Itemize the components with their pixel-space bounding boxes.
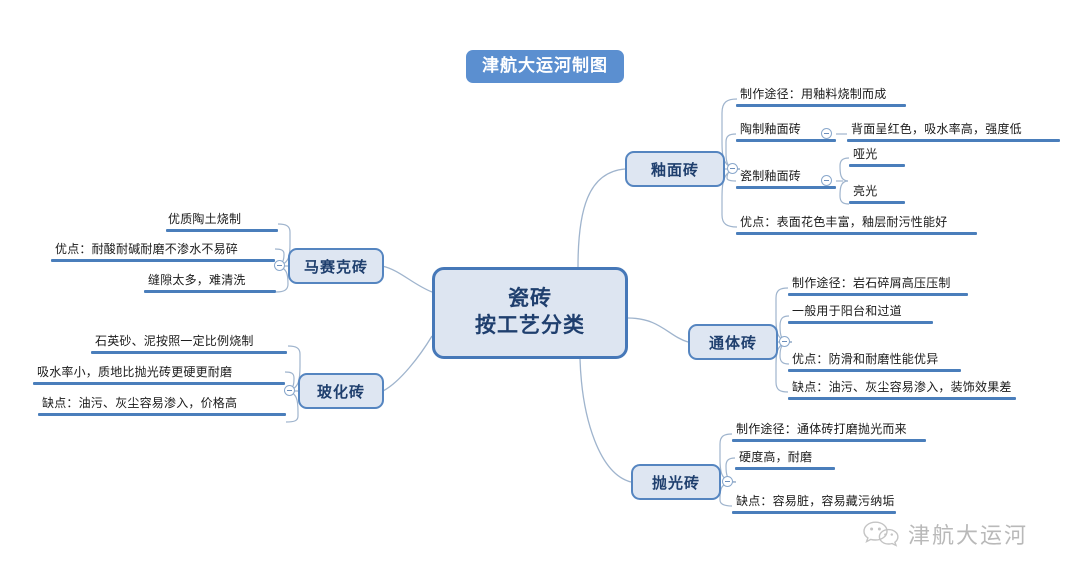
leaf-underline-glazed-gloss — [849, 201, 905, 204]
leaf-underline-vitrified-method — [91, 351, 287, 354]
edge-fullbody-i4 — [775, 341, 793, 393]
leaf-polished-hardness[interactable]: 硬度高，耐磨 — [739, 450, 813, 464]
collapse-toggle-glazed[interactable] — [727, 163, 738, 174]
leaf-vitrified-cons[interactable]: 缺点：油污、灰尘容易渗入，价格高 — [42, 396, 238, 410]
center-node-line2: 按工艺分类 — [475, 314, 585, 337]
collapse-toggle-glazed-clay[interactable] — [821, 128, 832, 139]
leaf-mosaic-cons[interactable]: 缝隙太多，难清洗 — [148, 273, 246, 287]
branch-node-fullbody[interactable]: 通体砖 — [688, 324, 778, 360]
branch-label-vitrified: 玻化砖 — [316, 383, 365, 401]
leaf-underline-fullbody-method — [788, 293, 968, 296]
leaf-underline-polished-cons — [732, 511, 896, 514]
branch-node-mosaic[interactable]: 马赛克砖 — [288, 248, 384, 284]
leaf-fullbody-usage[interactable]: 一般用于阳台和过道 — [792, 304, 902, 318]
leaf-glazed-pros[interactable]: 优点：表面花色丰富，釉层耐污性能好 — [740, 215, 948, 229]
branch-label-mosaic: 马赛克砖 — [303, 258, 368, 276]
leaf-glazed-clay-detail[interactable]: 背面呈红色，吸水率高，强度低 — [851, 122, 1022, 136]
leaf-mosaic-method[interactable]: 优质陶土烧制 — [168, 212, 242, 226]
edge-center-mosaic — [381, 265, 433, 293]
leaf-glazed-matte[interactable]: 哑光 — [853, 147, 878, 161]
leaf-fullbody-method[interactable]: 制作途径：岩石碎屑高压压制 — [792, 276, 951, 290]
leaf-underline-fullbody-cons — [788, 397, 1016, 400]
edge-fullbody-i1 — [775, 287, 793, 343]
collapse-toggle-glazed-porcelain[interactable] — [821, 175, 832, 186]
edge-center-fullbody — [627, 317, 689, 343]
branch-label-glazed: 釉面砖 — [650, 161, 699, 179]
leaf-vitrified-absorption[interactable]: 吸水率小，质地比抛光砖更硬更耐磨 — [37, 365, 233, 379]
leaf-underline-glazed-matte — [849, 164, 905, 167]
leaf-mosaic-pros[interactable]: 优点：耐酸耐碱耐磨不渗水不易碎 — [55, 242, 239, 256]
leaf-vitrified-method[interactable]: 石英砂、泥按照一定比例烧制 — [95, 334, 254, 348]
watermark-label: 津航大运河 — [908, 523, 1029, 548]
center-node[interactable]: 瓷砖 按工艺分类 — [432, 267, 628, 359]
branch-label-fullbody: 通体砖 — [708, 334, 757, 352]
edge-center-vitrified — [382, 335, 433, 392]
leaf-glazed-porcelain[interactable]: 瓷制釉面砖 — [740, 169, 802, 183]
edge-sub-gloss — [839, 180, 850, 205]
collapse-toggle-fullbody[interactable] — [779, 336, 790, 347]
wechat-icon — [862, 520, 900, 548]
leaf-glazed-clay[interactable]: 陶制釉面砖 — [740, 122, 802, 136]
leaf-underline-polished-hardness — [735, 467, 835, 470]
leaf-underline-vitrified-absorption — [33, 382, 285, 385]
collapse-toggle-mosaic[interactable] — [274, 260, 285, 271]
leaf-underline-glazed-method — [736, 104, 906, 107]
branch-node-glazed[interactable]: 釉面砖 — [625, 151, 725, 187]
collapse-toggle-polished[interactable] — [722, 476, 733, 487]
branch-node-vitrified[interactable]: 玻化砖 — [298, 373, 384, 409]
edge-center-glazed — [577, 168, 626, 268]
watermark: 津航大运河 — [862, 518, 1028, 550]
leaf-underline-mosaic-method — [166, 229, 278, 232]
leaf-underline-glazed-clay-detail — [847, 139, 1060, 142]
leaf-glazed-gloss[interactable]: 亮光 — [853, 184, 878, 198]
leaf-underline-polished-method — [732, 439, 926, 442]
branch-label-polished: 抛光砖 — [651, 474, 700, 492]
leaf-fullbody-pros[interactable]: 优点：防滑和耐磨性能优异 — [792, 352, 939, 366]
leaf-underline-vitrified-cons — [38, 413, 286, 416]
leaf-underline-mosaic-pros — [51, 259, 275, 262]
leaf-underline-fullbody-pros — [788, 369, 961, 372]
edge-sub-matte — [839, 157, 850, 182]
leaf-underline-glazed-clay — [736, 139, 836, 142]
leaf-underline-fullbody-usage — [788, 321, 933, 324]
branch-node-polished[interactable]: 抛光砖 — [631, 464, 721, 500]
leaf-glazed-method[interactable]: 制作途径：用釉料烧制而成 — [740, 87, 887, 101]
diagram-title-badge: 津航大运河制图 — [466, 50, 624, 83]
leaf-underline-mosaic-cons — [144, 290, 276, 293]
leaf-polished-cons[interactable]: 缺点：容易脏，容易藏污纳垢 — [736, 494, 895, 508]
leaf-fullbody-cons[interactable]: 缺点：油污、灰尘容易渗入，装饰效果差 — [792, 380, 1012, 394]
center-node-line1: 瓷砖 — [508, 287, 552, 311]
leaf-underline-glazed-porcelain — [736, 186, 836, 189]
edge-center-polished — [579, 358, 632, 483]
leaf-underline-glazed-pros — [736, 232, 977, 235]
leaf-polished-method[interactable]: 制作途径：通体砖打磨抛光而来 — [736, 422, 907, 436]
collapse-toggle-vitrified[interactable] — [284, 385, 295, 396]
